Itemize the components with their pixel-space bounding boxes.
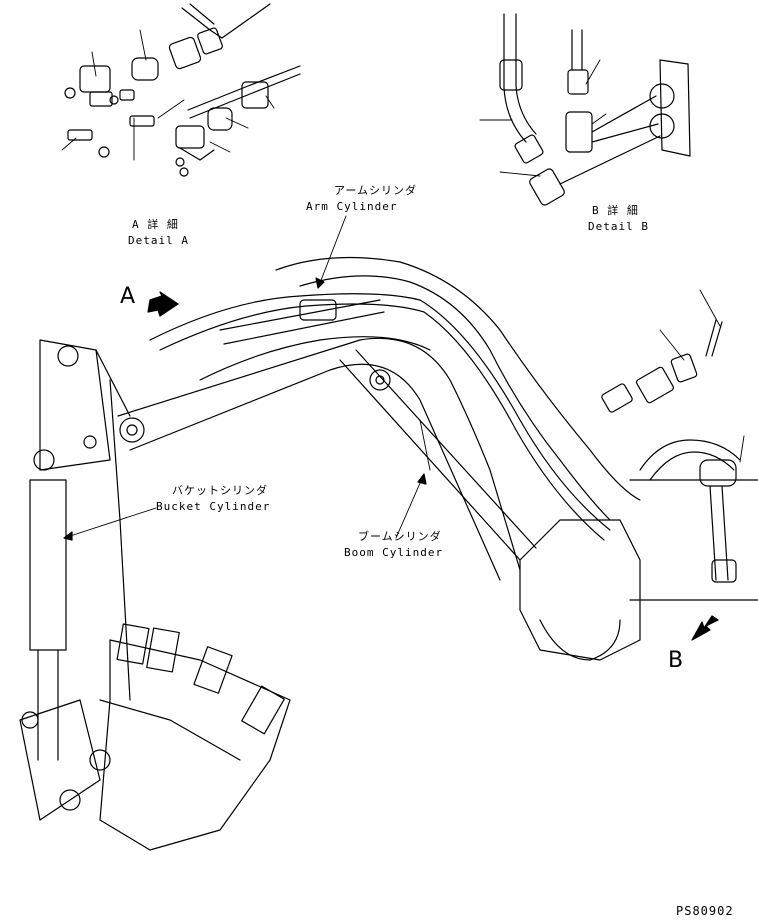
detail-b-illustration: [479, 13, 691, 206]
arm-cylinder-label-en: Arm Cylinder: [306, 200, 398, 213]
detail-a-marker: A: [120, 284, 136, 309]
detail-b-marker: B: [668, 648, 684, 673]
detail-a-arrow: [147, 291, 179, 317]
boom-cylinder-label-en: Boom Cylinder: [344, 546, 444, 559]
detail-b-title-jp: B 詳 細: [592, 204, 639, 217]
boom-cylinder-label-jp: ブームシリンダ: [358, 530, 442, 543]
bucket-cylinder-label-en: Bucket Cylinder: [156, 500, 271, 513]
detail-a-illustration: [61, 3, 301, 177]
arm-cylinder-label-jp: アームシリンダ: [334, 184, 418, 197]
detail-b-title-en: Detail B: [588, 220, 649, 233]
detail-a-title-jp: A 詳 細: [132, 218, 179, 231]
drawing-code: PS80902: [676, 904, 734, 918]
detail-a-title-en: Detail A: [128, 234, 189, 247]
label-leaders: [63, 215, 427, 541]
bucket-cylinder-label-jp: バケットシリンダ: [172, 484, 268, 497]
detail-b-arrow: [691, 615, 719, 641]
